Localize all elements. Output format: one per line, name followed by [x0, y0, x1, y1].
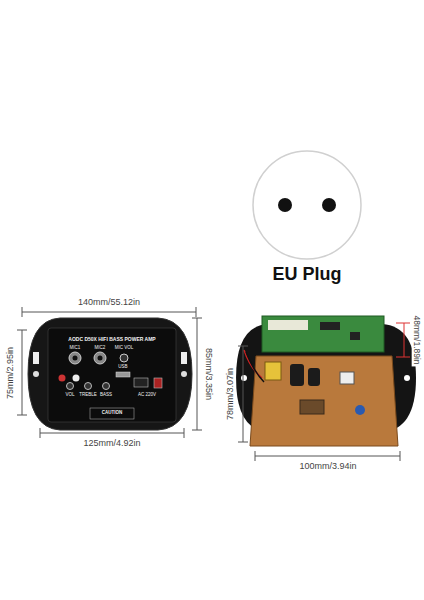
dimension: 48mm/1.89in — [411, 313, 420, 366]
screw-hole — [181, 371, 187, 377]
side-label — [181, 352, 187, 364]
panel-text: MIC2 — [95, 346, 106, 351]
panel-text: BASS — [100, 393, 112, 398]
panel-text: AC 220V — [138, 393, 156, 398]
dimension: 125mm/4.92in — [81, 439, 142, 449]
dimension: 75mm/2.95in — [6, 345, 16, 401]
panel-plate — [28, 318, 192, 430]
dimension: 78mm/3.07in — [226, 366, 236, 422]
panel-text: MIC VOL — [115, 346, 134, 351]
panel-text: MIC1 — [70, 346, 81, 351]
panel-face — [48, 328, 176, 422]
amplifier-board — [236, 316, 416, 446]
dimension-lines — [17, 307, 202, 438]
dimension-lines — [238, 346, 400, 461]
plug-label: EU Plug — [252, 264, 362, 285]
screw-hole — [33, 371, 39, 377]
panel-text: TREBLE — [79, 393, 97, 398]
dimension: 100mm/3.94in — [297, 462, 358, 472]
plug-icon: EU Plug — [252, 150, 362, 285]
dimension: 140mm/55.12in — [76, 298, 142, 308]
plug-circle — [252, 150, 362, 260]
panel-text: USB — [118, 365, 127, 370]
dimension-lines — [396, 323, 410, 357]
panel-controls — [59, 352, 163, 419]
side-label — [33, 352, 39, 364]
panel-title: AODC D50X HIFI BASS POWER AMP — [68, 337, 155, 343]
panel-text: CAUTION — [102, 411, 123, 416]
panel-text: VOL — [65, 393, 74, 398]
dimension: 85mm/3.35in — [203, 346, 213, 402]
